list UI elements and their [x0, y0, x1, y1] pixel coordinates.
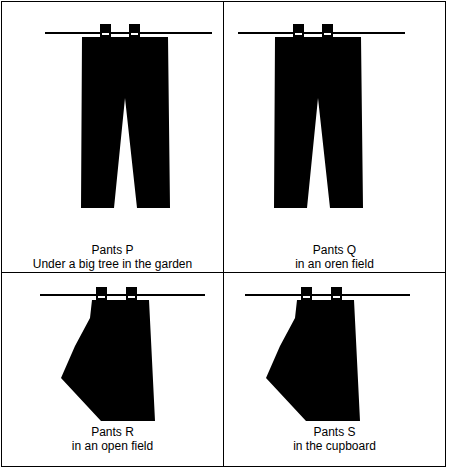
- location-label: in the cupboard: [224, 439, 445, 453]
- panel-box: Pants PUnder a big tree in the garden: [1, 1, 224, 273]
- panel-box: Pants Rin an open field: [1, 272, 224, 467]
- pants-q-drawing: [238, 24, 405, 208]
- pants-r-drawing: [40, 287, 205, 421]
- pants-label: Pants R: [2, 425, 223, 439]
- panel-box: Pants Qin an oren field: [223, 1, 446, 273]
- caption-block: Pants Rin an open field: [2, 425, 223, 453]
- panel-box: Pants Sin the cupboard: [223, 272, 446, 467]
- location-label: Under a big tree in the garden: [2, 257, 223, 271]
- pants-label: Pants Q: [224, 243, 445, 257]
- pants-s-drawing: [245, 287, 410, 421]
- caption-block: Pants PUnder a big tree in the garden: [2, 243, 223, 271]
- caption-block: Pants Qin an oren field: [224, 243, 445, 271]
- caption-block: Pants Sin the cupboard: [224, 425, 445, 453]
- location-label: in an open field: [2, 439, 223, 453]
- pants-label: Pants P: [2, 243, 223, 257]
- location-label: in an oren field: [224, 257, 445, 271]
- pants-label: Pants S: [224, 425, 445, 439]
- pants-p-drawing: [45, 24, 212, 208]
